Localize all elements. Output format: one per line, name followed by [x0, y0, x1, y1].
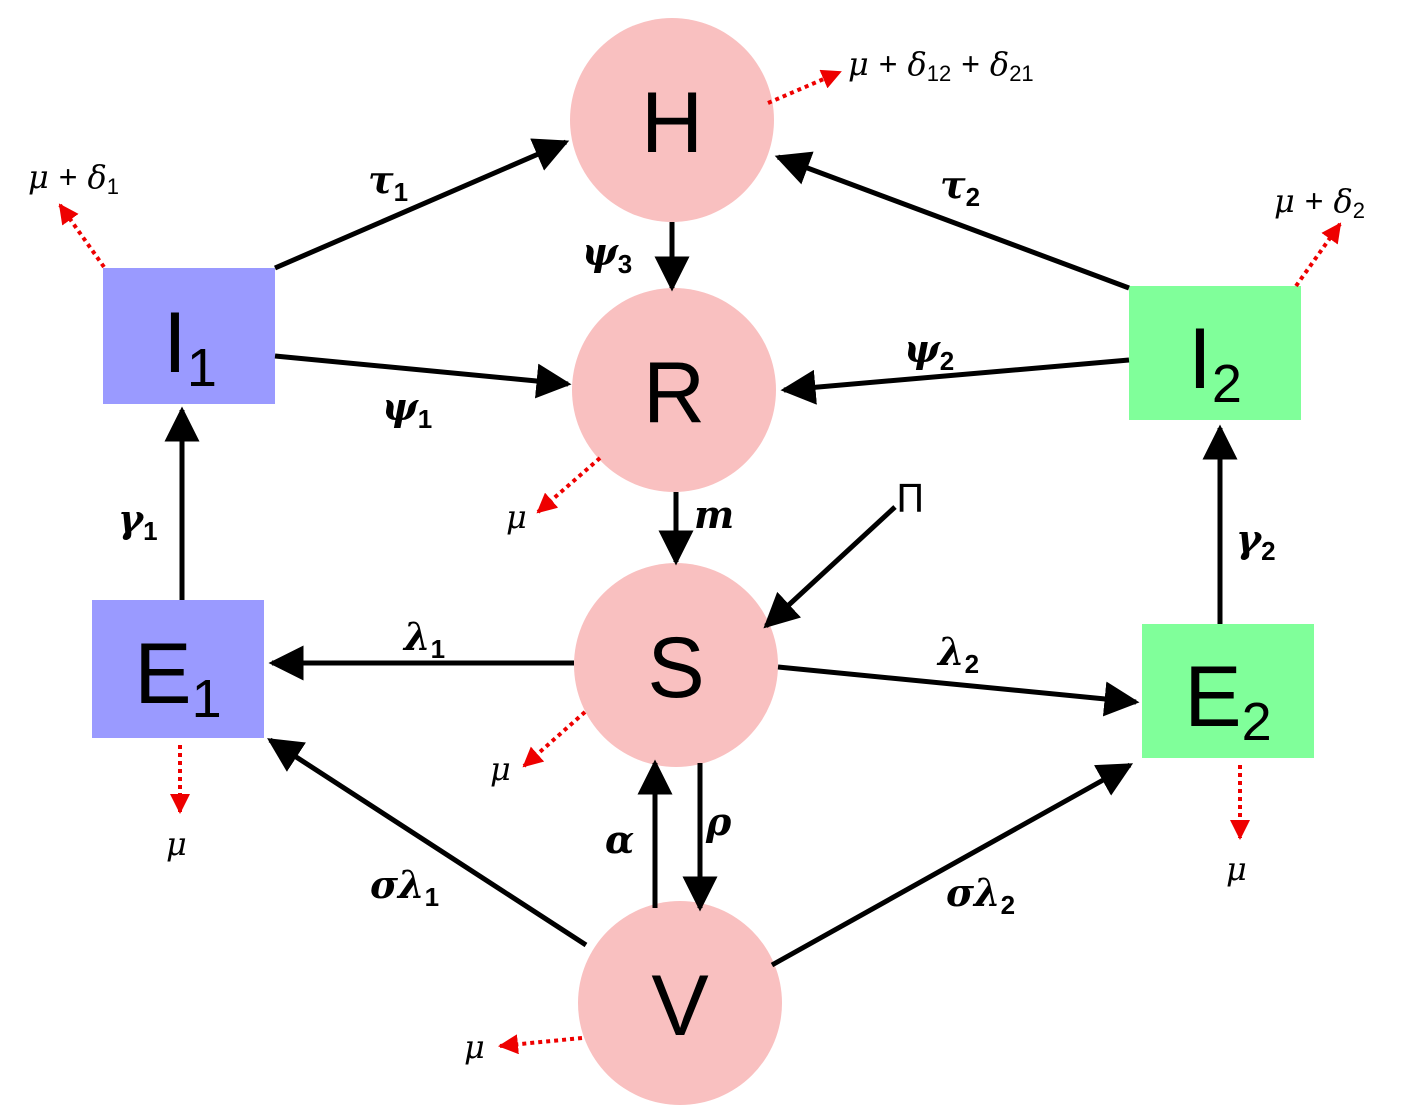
death-arrow-v: [498, 1034, 583, 1055]
node-e2: E2: [1142, 624, 1314, 758]
node-i2-label: I: [1188, 311, 1212, 407]
node-h-label: H: [641, 75, 703, 171]
node-i1-label: I: [163, 295, 187, 391]
rate-label-sigma-lambda1: σλ1: [370, 862, 439, 912]
svg-text:E2: E2: [1184, 649, 1271, 752]
rate-label-m: m: [694, 492, 734, 537]
svg-text:E1: E1: [134, 626, 221, 729]
arrow-v-to-e1: [267, 737, 588, 948]
node-i1: I1: [103, 268, 275, 404]
node-e1-label: E: [134, 626, 191, 722]
rate-label-tau2: τ2: [940, 162, 980, 212]
outflow-label-s: μ: [490, 750, 511, 788]
node-s-label: S: [647, 620, 704, 716]
rate-label-alpha: α: [605, 817, 634, 862]
outflow-label-i2: μ+δ2: [1274, 182, 1365, 223]
death-arrow-i1: [58, 203, 106, 269]
outflow-label-r: μ: [506, 498, 527, 536]
death-arrow-s: [522, 710, 587, 768]
outflow-label-e2: μ: [1226, 850, 1247, 888]
rate-label-gamma2: γ2: [1236, 516, 1276, 566]
arrow-i1-to-h: [274, 138, 570, 271]
node-e1: E1: [92, 600, 264, 738]
arrow-i1-to-r: [274, 353, 572, 399]
node-v-label: V: [651, 958, 708, 1054]
death-arrow-h: [767, 69, 842, 105]
rate-label-tau1: τ1: [368, 157, 408, 207]
rate-label-rho: ρ: [705, 799, 732, 844]
node-v: V: [578, 901, 782, 1105]
node-i2-sub: 2: [1212, 354, 1242, 414]
rate-label-psi3: ψ3: [582, 229, 632, 279]
death-arrow-r: [536, 456, 602, 514]
death-arrow-i2: [1294, 222, 1342, 288]
node-h: H: [570, 18, 774, 222]
rate-label-pi: Π: [896, 477, 925, 521]
outflow-label-v: μ: [464, 1028, 485, 1066]
arrow-s-to-e2: [777, 664, 1140, 717]
node-i1-sub: 1: [187, 338, 217, 398]
outflow-label-i1: μ+δ1: [28, 158, 119, 199]
node-i2: I2: [1129, 286, 1301, 420]
outflow-label-h: μ+δ12+δ21: [848, 45, 1034, 86]
svg-text:I2: I2: [1188, 311, 1242, 414]
rate-label-gamma1: γ1: [118, 496, 158, 546]
node-s: S: [574, 563, 778, 767]
outflow-label-e1: μ: [166, 825, 187, 863]
node-r-label: R: [643, 345, 705, 441]
rate-label-lambda1: λ1: [402, 614, 445, 664]
rate-label-psi2: ψ2: [904, 326, 954, 376]
svg-text:I1: I1: [163, 295, 217, 398]
node-e2-sub: 2: [1242, 692, 1272, 752]
arrow-i2-to-h: [774, 151, 1130, 291]
node-e2-label: E: [1184, 649, 1241, 745]
rate-label-lambda2: λ2: [936, 629, 979, 679]
node-e1-sub: 1: [192, 669, 222, 729]
arrow-pi-to-s: [763, 505, 897, 629]
arrow-i2-to-r: [780, 357, 1130, 405]
node-r: R: [572, 288, 776, 492]
arrow-v-to-e2: [770, 762, 1134, 968]
rate-label-sigma-lambda2: σλ2: [946, 870, 1015, 920]
rate-label-psi1: ψ1: [382, 384, 432, 434]
